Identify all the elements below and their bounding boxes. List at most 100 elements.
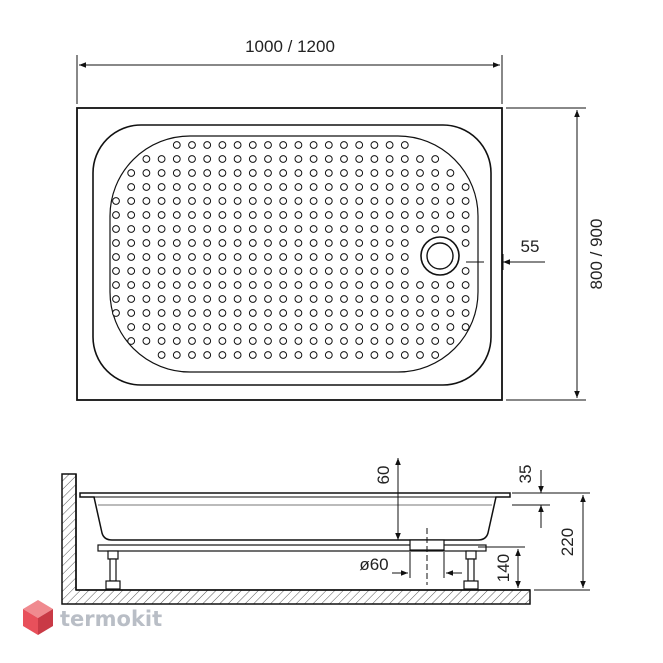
- anti-slip-dot: [279, 253, 288, 261]
- anti-slip-dot: [127, 169, 136, 177]
- anti-slip-dot: [416, 155, 424, 163]
- anti-slip-dot: [309, 197, 318, 205]
- anti-slip-dot: [264, 197, 272, 205]
- anti-slip-dot: [203, 295, 212, 303]
- anti-slip-dot: [188, 169, 196, 177]
- anti-slip-dot: [370, 351, 379, 359]
- anti-slip-dot: [172, 253, 181, 261]
- anti-slip-dot: [324, 197, 333, 205]
- anti-slip-dot: [172, 141, 181, 149]
- anti-slip-dot: [248, 141, 257, 149]
- anti-slip-dot: [279, 281, 288, 289]
- anti-slip-dot: [400, 309, 409, 317]
- anti-slip-dot: [294, 155, 303, 163]
- tray-body-section: [79, 492, 511, 541]
- anti-slip-dot: [309, 183, 318, 191]
- anti-slip-dot: [279, 211, 288, 219]
- anti-slip-dot: [218, 295, 227, 303]
- anti-slip-dot: [157, 337, 166, 345]
- anti-slip-dot: [370, 323, 379, 331]
- drain-inner-ring: [426, 242, 454, 270]
- anti-slip-dot: [340, 253, 348, 261]
- anti-slip-dot: [188, 197, 196, 205]
- anti-slip-dot: [431, 323, 440, 331]
- anti-slip-dot: [324, 253, 333, 261]
- anti-slip-dot: [400, 183, 409, 191]
- anti-slip-dot: [157, 155, 166, 163]
- anti-slip-dot: [400, 169, 409, 177]
- anti-slip-dot: [172, 183, 181, 191]
- anti-slip-dot: [385, 351, 394, 359]
- brand-logo: termokit: [23, 600, 162, 635]
- anti-slip-dot: [400, 267, 409, 275]
- anti-slip-dot: [172, 169, 181, 177]
- anti-slip-dot: [400, 281, 409, 289]
- anti-slip-dot: [172, 239, 181, 247]
- leg-height-label: 140: [494, 554, 513, 582]
- anti-slip-dot: [279, 267, 288, 275]
- anti-slip-dot: [248, 239, 257, 247]
- anti-slip-dot: [279, 309, 288, 317]
- anti-slip-dot: [340, 351, 348, 359]
- anti-slip-dot: [370, 155, 379, 163]
- anti-slip-dot: [127, 183, 136, 191]
- anti-slip-dot: [218, 183, 227, 191]
- anti-slip-dot: [446, 281, 455, 289]
- anti-slip-dot: [188, 183, 196, 191]
- anti-slip-dot: [203, 351, 212, 359]
- anti-slip-dot: [294, 309, 303, 317]
- anti-slip-dot: [370, 239, 379, 247]
- anti-slip-dot: [112, 211, 120, 219]
- anti-slip-dot: [279, 225, 288, 233]
- anti-slip-dot: [142, 239, 151, 247]
- anti-slip-dot: [355, 351, 364, 359]
- anti-slip-dot: [324, 267, 333, 275]
- anti-slip-dot: [172, 155, 181, 163]
- leg-left: [105, 550, 121, 590]
- anti-slip-dot: [157, 239, 166, 247]
- anti-slip-dot: [142, 197, 151, 205]
- anti-slip-dot: [431, 225, 440, 233]
- anti-slip-dot: [461, 225, 470, 233]
- anti-slip-dot: [218, 351, 227, 359]
- anti-slip-dot: [309, 253, 318, 261]
- anti-slip-dot: [446, 295, 455, 303]
- anti-slip-dot: [309, 239, 318, 247]
- anti-slip-dot: [233, 281, 242, 289]
- anti-slip-dot: [157, 183, 166, 191]
- anti-slip-dot: [172, 323, 181, 331]
- anti-slip-dot: [385, 309, 394, 317]
- anti-slip-dot: [172, 337, 181, 345]
- anti-slip-dot: [188, 211, 196, 219]
- anti-slip-dot: [400, 323, 409, 331]
- anti-slip-dot: [218, 239, 227, 247]
- anti-slip-dot: [355, 323, 364, 331]
- anti-slip-dot: [294, 211, 303, 219]
- anti-slip-dot: [324, 337, 333, 345]
- anti-slip-dot: [264, 281, 272, 289]
- anti-slip-dot: [188, 239, 196, 247]
- anti-slip-dot: [203, 197, 212, 205]
- brand-name: termokit: [60, 607, 162, 631]
- drain-offset-label: 55: [521, 237, 540, 256]
- anti-slip-dot: [355, 225, 364, 233]
- anti-slip-dot: [188, 281, 196, 289]
- anti-slip-dot: [203, 169, 212, 177]
- anti-slip-dot: [112, 225, 120, 233]
- anti-slip-dot: [370, 211, 379, 219]
- anti-slip-dot: [188, 309, 196, 317]
- anti-slip-dot: [218, 225, 227, 233]
- anti-slip-dot: [248, 295, 257, 303]
- anti-slip-dot: [294, 351, 303, 359]
- anti-slip-dot: [233, 295, 242, 303]
- anti-slip-dot: [446, 225, 455, 233]
- anti-slip-dot: [233, 141, 242, 149]
- anti-slip-dot: [188, 155, 196, 163]
- total-height-label: 220: [558, 528, 577, 556]
- anti-slip-dot: [416, 211, 424, 219]
- anti-slip-dot: [203, 281, 212, 289]
- anti-slip-dot: [112, 309, 120, 317]
- anti-slip-dot: [355, 295, 364, 303]
- anti-slip-dot: [248, 197, 257, 205]
- anti-slip-dot: [188, 323, 196, 331]
